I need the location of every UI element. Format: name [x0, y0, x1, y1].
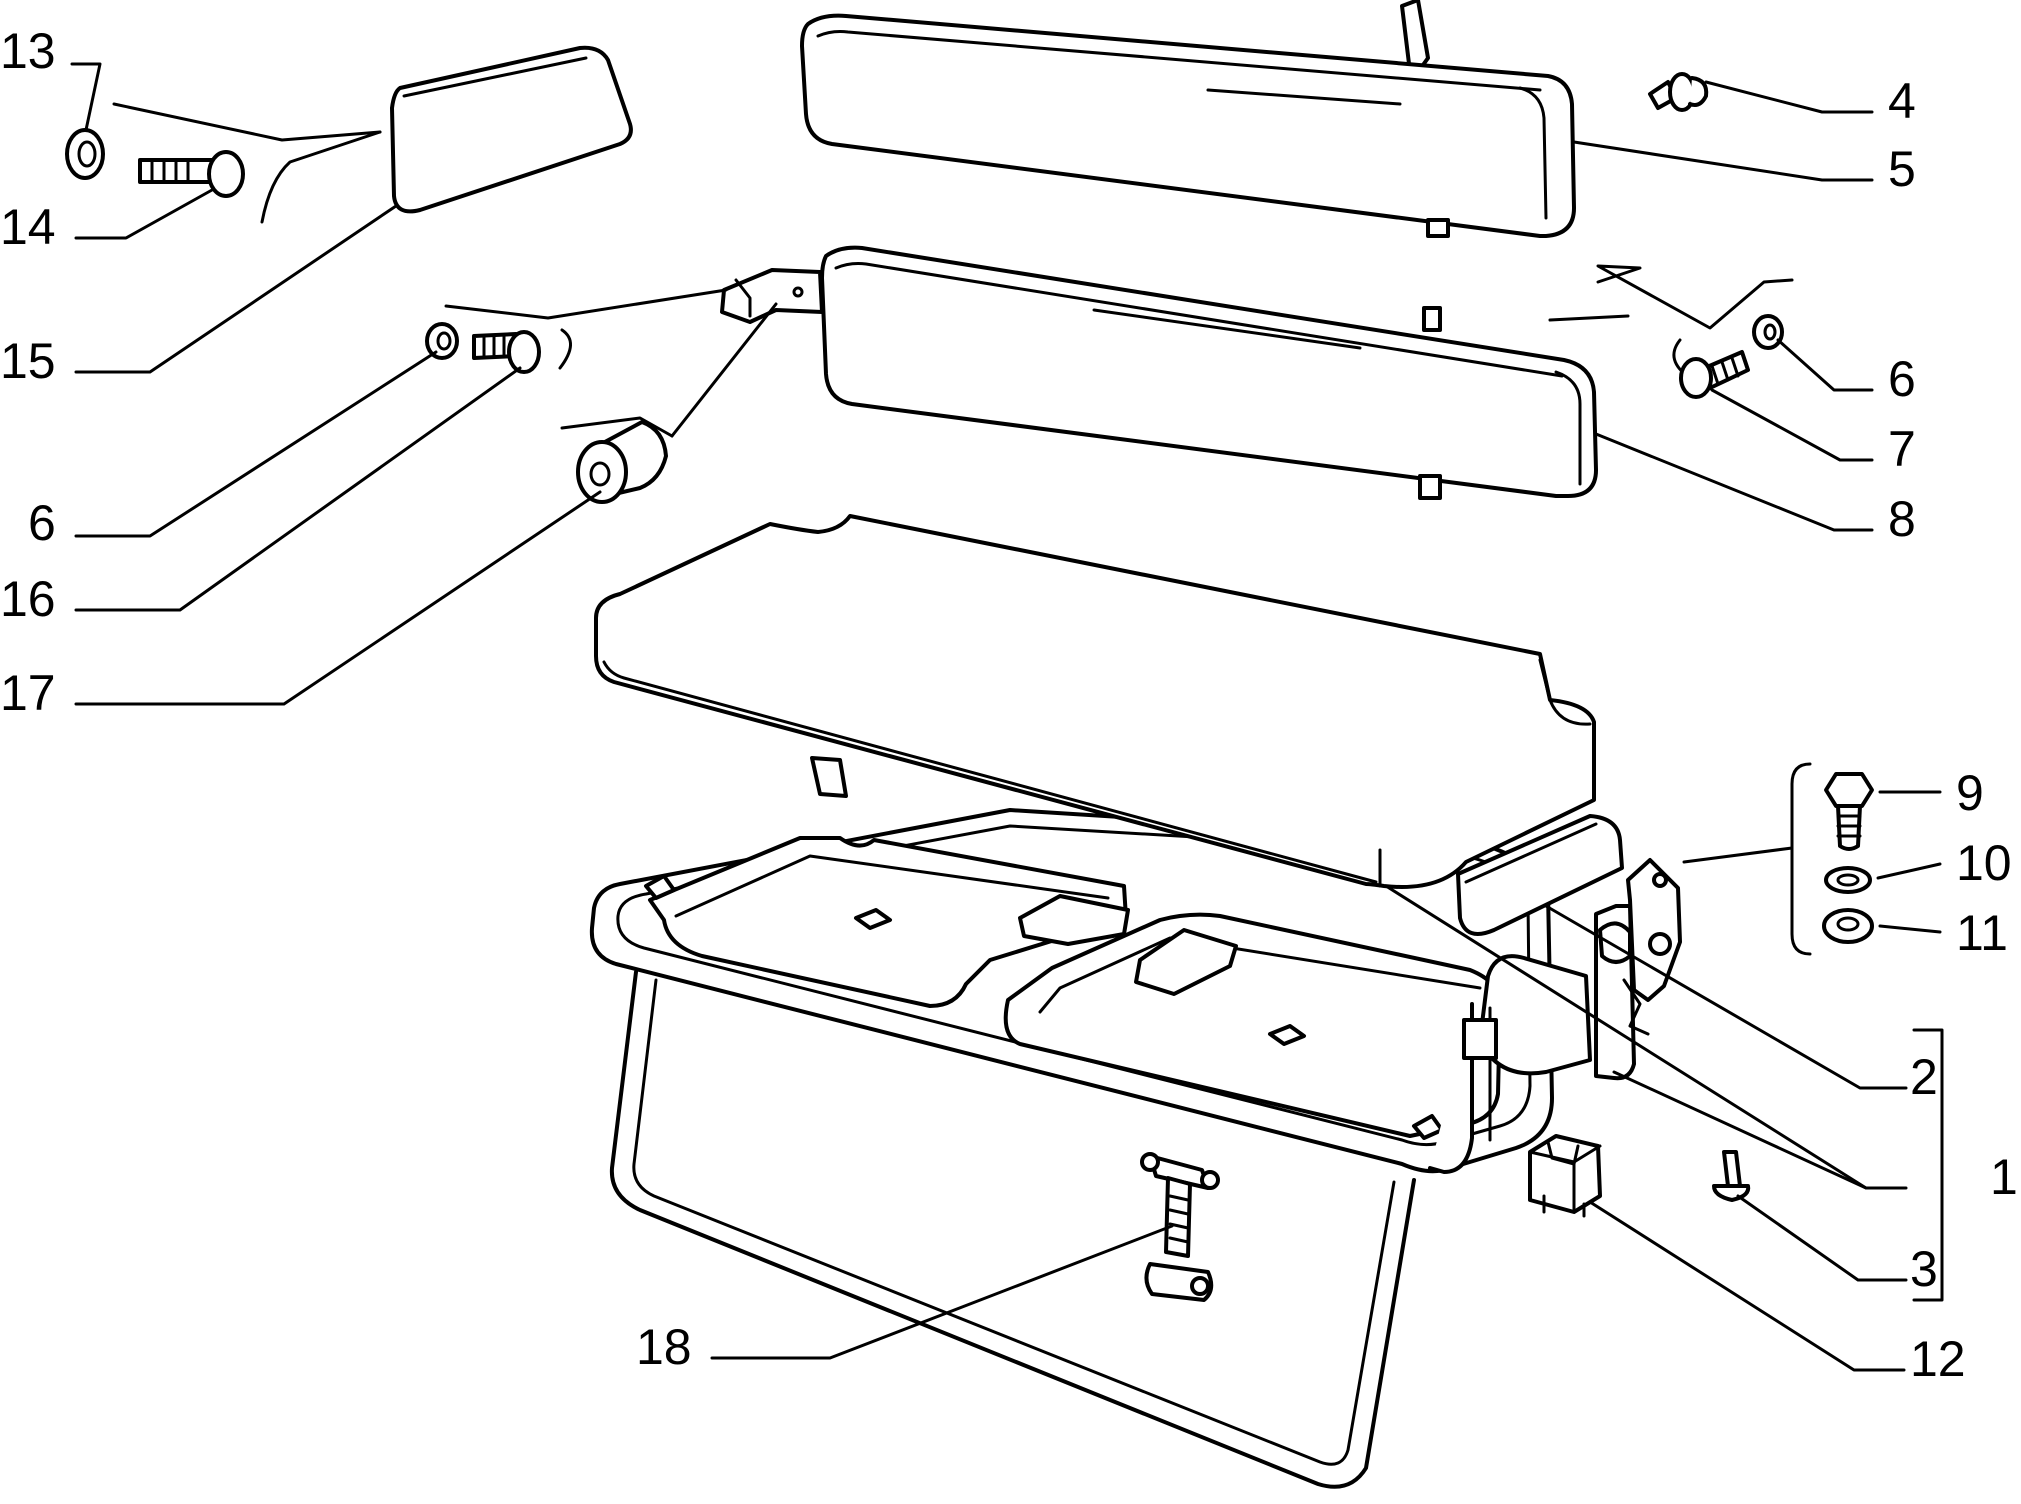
callout-12: 12	[1910, 1331, 1966, 1387]
callout-15: 15	[0, 333, 56, 389]
leader-lines	[70, 62, 1942, 1372]
callout-2: 2	[1910, 1049, 1938, 1105]
part-11-flat-washer	[1822, 908, 1874, 944]
callout-11: 11	[1956, 905, 2008, 961]
part-5-upper-backrest-cushion	[800, 0, 1576, 238]
part-6-washer-right	[1752, 314, 1784, 350]
part-16-bolt	[472, 330, 541, 374]
part-18-seat-belt-strap	[1140, 1152, 1220, 1302]
part-8-mounting-bracket	[720, 268, 824, 324]
callout-13: 13	[0, 23, 56, 79]
callout-10: 10	[1956, 835, 2012, 891]
callout-9: 9	[1956, 765, 1984, 821]
callout-16: 16	[0, 571, 56, 627]
part-17-rubber-bush	[576, 420, 668, 504]
callout-6-right: 6	[1888, 351, 1916, 407]
part-6-washer-left	[425, 322, 459, 360]
group-bracket-1-3	[1912, 1028, 1944, 1302]
part-9-bolt	[1824, 772, 1874, 851]
part-15-headrest-cushion	[390, 45, 633, 214]
part-14-bolt	[138, 150, 245, 198]
seat-cushion	[594, 514, 1596, 889]
callout-3: 3	[1910, 1241, 1938, 1297]
callout-6-left: 6	[28, 495, 56, 551]
callout-14: 14	[0, 199, 56, 255]
callout-1: 1	[1990, 1149, 2018, 1205]
part-13-washer	[65, 128, 105, 180]
part-2-rear-cushion-block	[1456, 814, 1624, 936]
part-4-push-pin	[1648, 72, 1709, 112]
callout-5: 5	[1888, 141, 1916, 197]
seat-frame	[589, 808, 1682, 1489]
part-7-bolt-right	[1679, 350, 1750, 399]
callout-8: 8	[1888, 491, 1916, 547]
group-bracket-9-11	[1790, 762, 1812, 956]
callout-4: 4	[1888, 73, 1916, 129]
part-8-lower-backrest-cushion	[820, 245, 1598, 500]
callout-labels: 13 14 15 6 16 17 18 4 5 6 7 8 9 10 11 2 …	[0, 23, 2018, 1387]
part-3-screw	[1712, 1150, 1751, 1202]
part-10-spring-washer	[1824, 866, 1872, 894]
callout-17: 17	[0, 665, 56, 721]
callout-18: 18	[636, 1319, 692, 1375]
part-12-clip	[1528, 1134, 1602, 1218]
callout-7: 7	[1888, 421, 1916, 477]
